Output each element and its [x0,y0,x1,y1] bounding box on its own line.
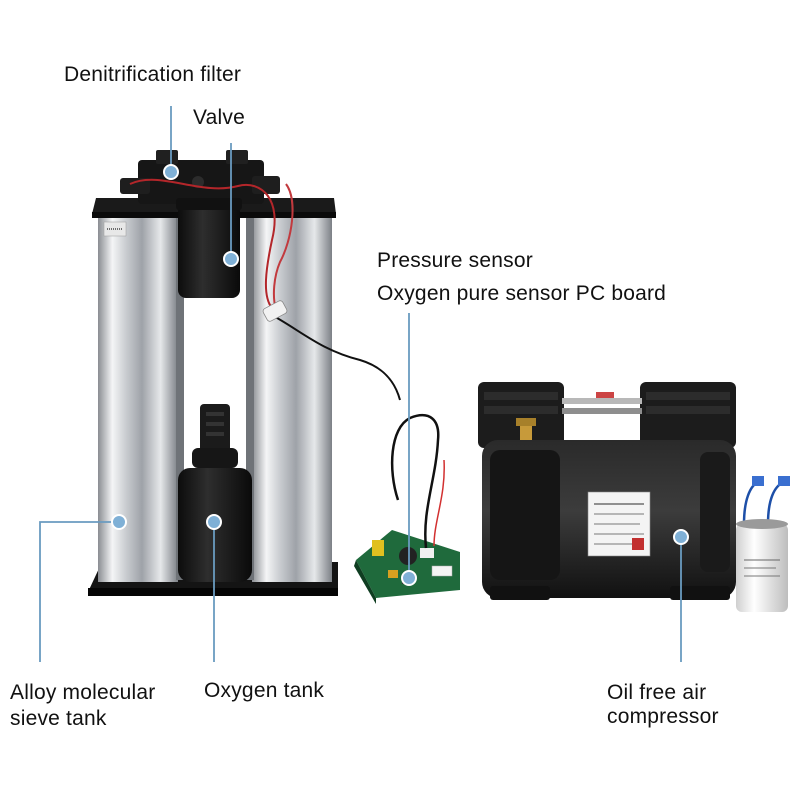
marker-pc-board [401,570,417,586]
oxygen-tank-icon [178,404,252,582]
right-cylinder-shadow [246,214,254,580]
marker-denitrification-filter [163,164,179,180]
wire-tag [262,300,288,322]
right-sieve-cylinder [252,212,332,582]
leader-lines [39,106,682,662]
label-pressure-sensor: Pressure sensor [377,249,533,272]
black-wire [269,313,401,401]
red-wire-2 [272,183,294,311]
compressor-icon [478,382,736,600]
label-alloy-tank-line2: sieve tank [10,707,107,730]
red-wire [129,178,276,309]
label-compressor-line2: compressor [607,705,719,728]
marker-alloy-tank [111,514,127,530]
label-oxygen-tank: Oxygen tank [204,679,325,702]
marker-dots [111,164,689,586]
label-oxygen-sensor-board: Oxygen pure sensor PC board [377,282,667,305]
marker-oxygen-tank [206,514,222,530]
pcb-icon [354,414,460,604]
leader-alloy-tank [39,521,118,662]
marker-valve [223,251,239,267]
label-denitrification-filter: Denitrification filter [64,63,242,86]
label-alloy-tank-line1: Alloy molecular [10,681,156,704]
marker-compressor [673,529,689,545]
sieve-tank-assembly [88,150,401,596]
cylinder-tank-icon [98,212,184,582]
label-compressor-line1: Oil free air [607,681,707,704]
capacitor-icon [736,476,790,612]
base-plate-edge [88,588,338,596]
label-valve: Valve [193,106,245,129]
